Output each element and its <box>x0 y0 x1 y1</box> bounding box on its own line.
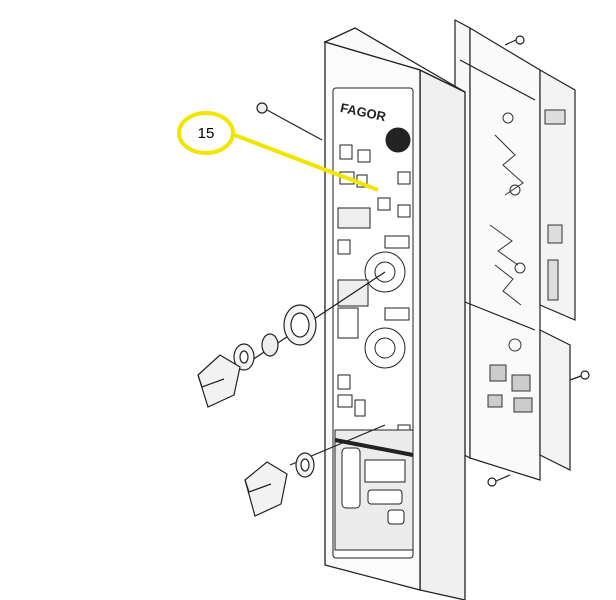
control-panel-face <box>332 87 414 559</box>
panel-top-screw <box>256 102 323 141</box>
callout-leader-line <box>231 132 379 192</box>
callout-15-ring <box>177 111 235 155</box>
lower-knob-assembly <box>244 424 386 517</box>
back-chassis-frame <box>454 19 590 487</box>
upper-knob-assembly <box>197 271 386 408</box>
circuit-board-components <box>487 109 566 413</box>
callout-15-label: 15 <box>198 125 215 142</box>
